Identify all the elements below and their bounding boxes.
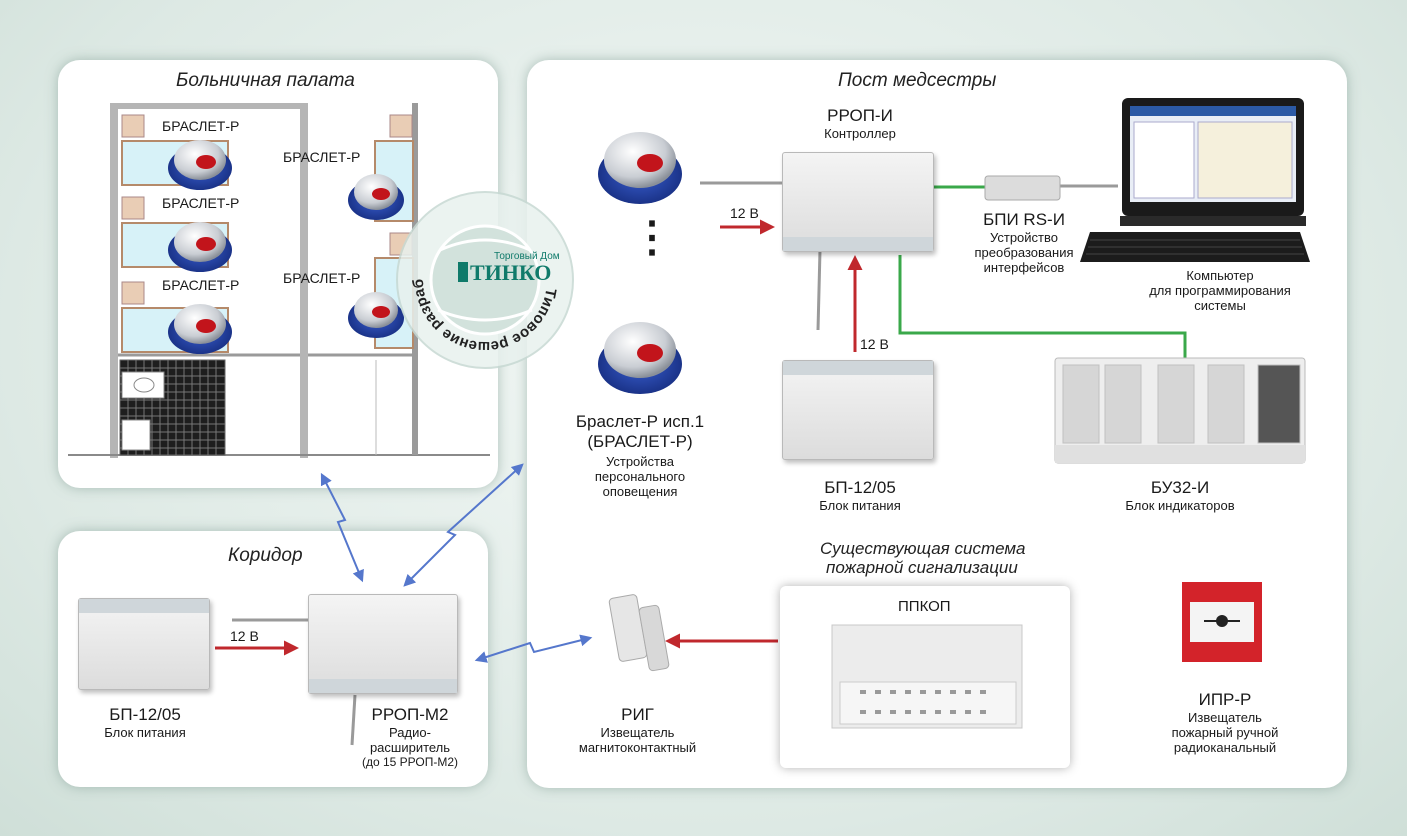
bpi-name: БПИ RS-И: [983, 210, 1065, 229]
corridor-psu-desc: Блок питания: [104, 725, 186, 740]
controller-device: [782, 152, 934, 252]
nurse-12v-up: 12 В: [860, 336, 889, 352]
ward-tag-5: БРАСЛЕТ-Р: [283, 270, 361, 286]
controller-name: РРОП-И: [827, 106, 893, 125]
bpi-desc-3: интерфейсов: [983, 260, 1065, 275]
bracelet-line-2: (БРАСЛЕТ-Р): [587, 432, 693, 451]
nurse-bracelets: [598, 132, 682, 394]
controller-desc: Контроллер: [824, 126, 896, 141]
computer-label: Компьютер для программирования системы: [1135, 268, 1305, 313]
ipr-desc-1: Извещатель: [1188, 710, 1262, 725]
ward-title: Больничная палата: [176, 70, 355, 91]
bpi-desc-1: Устройство: [989, 230, 1058, 245]
corridor-psu-label: БП-12/05 Блок питания: [85, 705, 205, 740]
computer-line-3: системы: [1194, 298, 1246, 313]
bracelet-line-4: персонального: [594, 469, 686, 484]
rig-label: РИГ Извещатель магнитоконтактный: [575, 705, 700, 755]
rrop-m2-device: [308, 594, 458, 694]
stamp-brand: ТИНКО: [470, 260, 551, 285]
nurse-title: Пост медсестры: [838, 70, 997, 91]
computer-line-2: для программирования: [1149, 283, 1291, 298]
nurse-psu-name: БП-12/05: [824, 478, 896, 497]
power-arrows: [215, 219, 863, 656]
nurse-psu-device: [782, 360, 934, 460]
rig-desc-1: Извещатель: [600, 725, 675, 740]
bu32-desc: Блок индикаторов: [1125, 498, 1235, 513]
bracelet-label: Браслет-Р исп.1 (БРАСЛЕТ-Р) Устройства п…: [555, 412, 725, 499]
nurse-12v-left: 12 В: [730, 205, 759, 221]
rig-desc-2: магнитоконтактный: [578, 740, 697, 755]
corridor-12v: 12 В: [230, 628, 259, 644]
corridor-psu-device: [78, 598, 210, 690]
computer: [1080, 98, 1310, 262]
rrop-m2-name: РРОП-М2: [371, 705, 449, 724]
stamp-brand-small: Торговый Дом: [494, 251, 560, 262]
corridor-psu-name: БП-12/05: [109, 705, 181, 724]
bracelet-continuation-dots: ⋮: [631, 213, 673, 260]
nurse-psu-desc: Блок питания: [819, 498, 901, 513]
ward-tag-3: БРАСЛЕТ-Р: [162, 277, 240, 293]
bpi-label: БПИ RS-И Устройство преобразования интер…: [960, 210, 1088, 275]
radio-links: [320, 463, 593, 663]
ipr-label: ИПР-Р Извещатель пожарный ручной радиока…: [1160, 690, 1290, 755]
bu32-device: [1054, 357, 1306, 464]
ppkop-device: [831, 624, 1023, 729]
controller-label: РРОП-И Контроллер: [810, 106, 910, 141]
bu32-name: БУ32-И: [1150, 478, 1210, 497]
nurse-psu-label: БП-12/05 Блок питания: [800, 478, 920, 513]
bracelet-line-5: оповещения: [602, 484, 678, 499]
ipr-desc-3: радиоканальный: [1173, 740, 1277, 755]
computer-line-1: Компьютер: [1186, 268, 1254, 283]
ppkop-label: ППКОП: [898, 598, 951, 615]
bpi-desc-2: преобразования: [974, 245, 1074, 260]
bpi-device: [984, 175, 1061, 201]
tinko-stamp: Типовое решение разработано «Торговым До…: [0, 0, 574, 369]
rig-name: РИГ: [621, 705, 654, 724]
ward-tag-2: БРАСЛЕТ-Р: [162, 195, 240, 211]
rrop-m2-label: РРОП-М2 Радио- расширитель (до 15 РРОП-М…: [345, 705, 475, 770]
ipr-name: ИПР-Р: [1198, 690, 1252, 709]
fire-title-1: Существующая система: [820, 539, 1026, 558]
rrop-m2-desc-2: расширитель: [369, 740, 451, 755]
fire-title-2: пожарной сигнализации: [826, 558, 1018, 577]
ward-tag-1: БРАСЛЕТ-Р: [162, 118, 240, 134]
rrop-m2-desc-1: Радио-: [389, 725, 431, 740]
bracelet-line-3: Устройства: [605, 454, 674, 469]
corridor-title: Коридор: [228, 545, 303, 566]
ward-bracelets: [168, 140, 404, 354]
ward-tag-4: БРАСЛЕТ-Р: [283, 149, 361, 165]
rrop-m2-desc-3: (до 15 РРОП-М2): [361, 755, 459, 769]
rig-detector: [608, 594, 670, 672]
bu32-label: БУ32-И Блок индикаторов: [1110, 478, 1250, 513]
ipr-desc-2: пожарный ручной: [1171, 725, 1279, 740]
ipr-device: [1182, 582, 1262, 662]
data-lines: [898, 185, 1187, 360]
bracelet-line-1: Браслет-Р исп.1: [575, 412, 705, 431]
